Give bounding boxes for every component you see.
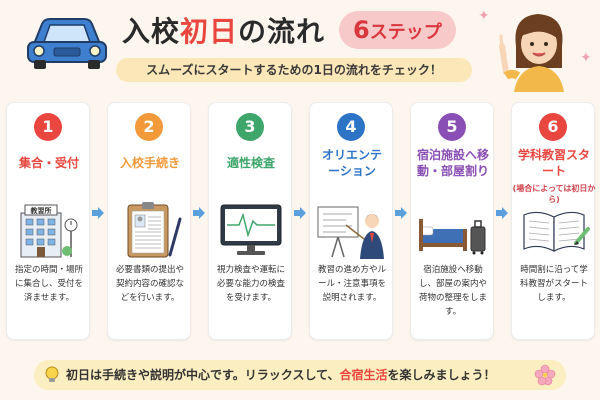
arrow-right-icon <box>193 207 205 219</box>
step-description: 宿泊施設へ移動し、部屋の案内や荷物の整理をします。 <box>418 265 487 317</box>
step-description: 視力検査や運転に必要な能力の検査を受けます。 <box>216 265 285 303</box>
step-card-3: 3 適性検査 視力検査や運転に必要な能力の検査を受けます。 <box>208 102 292 340</box>
steps-container: 1 集合・受付 教習所 指定の時間・場所に集合し、受付を済ませます。 2 入校手… <box>6 102 595 340</box>
arrow-right-icon <box>294 207 306 219</box>
title-accent: 初日 <box>180 15 239 48</box>
step-description: 必要書類の提出や契約内容の確認などを行います。 <box>115 265 184 303</box>
title-part2: の流れ <box>238 15 326 48</box>
car-icon <box>27 18 107 69</box>
step-description: 教習の進め方やルール・注意事項を説明されます。 <box>317 265 386 303</box>
footer-banner: 初日は手続きや説明が中心です。リラックスして、合宿生活を楽しみましょう！ <box>34 360 566 390</box>
presenter-whiteboard-icon <box>317 206 384 259</box>
step-title: 宿泊施設へ移動・部屋割り <box>417 148 490 178</box>
woman-pointing-icon <box>499 14 564 92</box>
step-number-badge: 1 <box>34 113 62 141</box>
header: 入校初日の流れ 6ステップ スムーズにスタートするための1日の流れをチェック！ … <box>0 0 600 92</box>
title-part1: 入校 <box>122 15 181 48</box>
clipboard-form-icon <box>127 202 182 258</box>
steps-badge: 6ステップ <box>339 11 456 49</box>
step-description: 時間割に沿って学科教習がスタートします。 <box>519 265 588 303</box>
bed-suitcase-icon <box>419 219 486 255</box>
arrow-right-icon <box>395 207 407 219</box>
step-card-6: 6 学科教習スタート (場合によっては初日から) 時間割に沿って学科教習がスター… <box>511 102 595 340</box>
steps-suffix: ステップ <box>369 22 442 43</box>
step-card-4: 4 オリエンテーション 教習の進め方やルール・注意事項を説明されます。 <box>309 102 393 340</box>
arrow-right-icon <box>496 207 508 219</box>
arrow-right-icon <box>92 207 104 219</box>
step-number-badge: 6 <box>539 113 567 141</box>
step-title: 集合・受付 <box>18 156 79 170</box>
step-number-badge: 2 <box>135 113 163 141</box>
sparkle-icon: ✦ <box>478 8 490 24</box>
step-number-badge: 5 <box>438 113 466 141</box>
subtitle: スムーズにスタートするための1日の流れをチェック！ <box>116 58 472 82</box>
step-card-1: 1 集合・受付 教習所 指定の時間・場所に集合し、受付を済ませます。 <box>6 102 90 340</box>
open-book-pencil-icon <box>523 211 590 252</box>
step-title: 学科教習スタート <box>518 148 591 178</box>
step-number-badge: 3 <box>236 113 264 141</box>
footer-text-after: を楽しみましょう！ <box>387 368 496 382</box>
steps-count: 6 <box>353 16 370 44</box>
step-note: (場合によっては初日から) <box>512 184 596 204</box>
page-title: 入校初日の流れ <box>122 10 325 50</box>
step-card-5: 5 宿泊施設へ移動・部屋割り 宿泊施設へ移動し、部屋の案内や荷物の整理をします。 <box>410 102 494 340</box>
building-sign: 教習所 <box>30 206 52 215</box>
footer-highlight: 合宿生活 <box>339 368 388 382</box>
step-title: 適性検査 <box>226 156 275 170</box>
sparkle-icon: ✦ <box>580 50 592 66</box>
school-building-icon: 教習所 <box>20 204 78 258</box>
footer-message: 初日は手続きや説明が中心です。リラックスして、合宿生活を楽しみましょう！ <box>66 360 496 390</box>
step-title: オリエンテーション <box>321 148 382 178</box>
step-number-badge: 4 <box>337 113 365 141</box>
step-card-2: 2 入校手続き 必要書類の提出や契約内容の確認などを行います。 <box>107 102 191 340</box>
title-row: 入校初日の流れ 6ステップ <box>122 10 456 50</box>
step-title: 入校手続き <box>119 156 180 170</box>
cherry-blossom-icon <box>534 364 556 386</box>
computer-monitor-icon <box>220 204 282 255</box>
footer-text-before: 初日は手続きや説明が中心です。リラックスして、 <box>66 368 340 382</box>
lightbulb-icon <box>45 366 59 382</box>
step-description: 指定の時間・場所に集合し、受付を済ませます。 <box>14 265 83 303</box>
